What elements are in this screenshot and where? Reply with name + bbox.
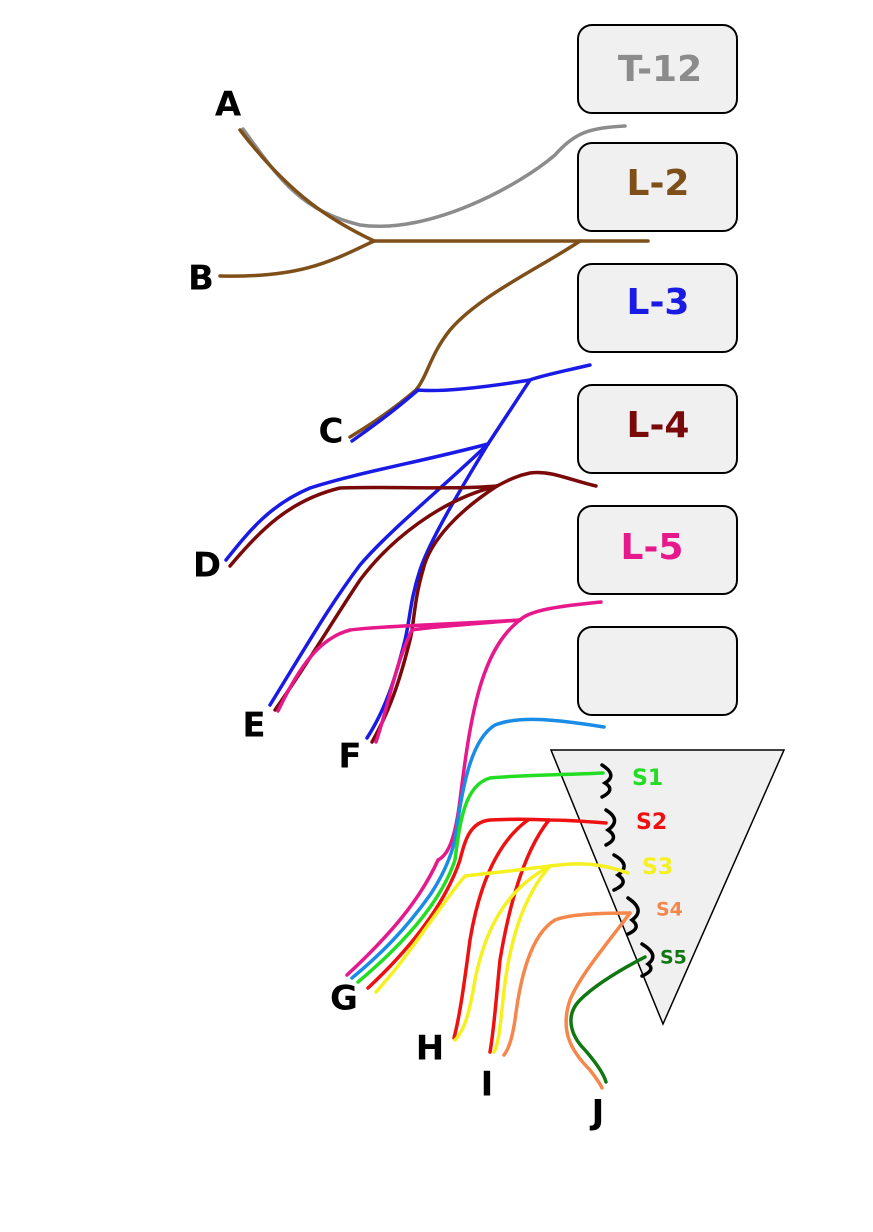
nerve-l5-trunk [518,600,603,622]
bracket-s2 [604,808,617,847]
nerve-lightblue-g [350,717,606,980]
sacral-labels: S1 S2 S3 S4 S5 [632,766,687,969]
nerve-l3-e [268,442,490,707]
box-l4-label: L-4 [627,405,690,446]
box-l3 [577,263,738,353]
nerve-s3-h [453,864,552,1042]
nerve-l3-main [486,378,532,446]
label-b: B [188,259,214,299]
vertebra-boxes: T-12 L-2 L-3 L-4 L-5 [577,24,738,716]
nerve-l4-f [370,484,499,744]
label-e: E [242,706,265,746]
bracket-s1 [600,763,613,799]
label-s1: S1 [632,766,663,791]
nerve-t12 [241,124,627,228]
nerve-l4-e [273,484,499,712]
nerve-s5-j [569,955,647,1084]
nerve-l5-g [345,618,522,977]
nerve-labels: A B C D E F G H I J [188,85,604,1133]
label-s2: S2 [636,810,667,835]
box-l5 [577,505,738,595]
box-l5-label: L-5 [621,527,684,568]
nerve-l2-a [238,128,376,243]
nerve-l2-b [218,239,376,278]
box-t12 [577,24,738,114]
nerve-s1-g [356,771,605,984]
box-l4 [577,384,738,474]
nerve-l3-c [350,363,592,443]
box-l2 [577,142,738,232]
bracket-s3 [612,853,626,892]
label-a: A [215,85,242,125]
box-l3-label: L-3 [627,282,690,323]
nerve-l4-trunk [495,470,598,488]
box-l2-label: L-2 [627,163,690,204]
nerve-s2-h [452,818,530,1040]
nerve-l2-c [348,239,582,439]
label-h: H [416,1029,444,1069]
nerve-s3-trunk [374,862,630,994]
box-t12-label: T-12 [618,49,702,90]
label-c: C [319,412,344,452]
bracket-s4 [626,896,640,936]
nerves [218,124,650,1090]
label-g: G [330,979,358,1019]
label-s4: S4 [656,899,683,921]
bracket-s5 [640,942,655,978]
nerve-s4-i [502,911,632,1057]
label-d: D [193,546,221,586]
box-empty [577,626,738,716]
label-f: F [338,737,361,777]
nerve-s2-trunk [366,817,608,990]
nerve-l4-d [228,484,499,568]
nerve-s3-i [492,864,552,1054]
label-i: I [481,1065,494,1105]
label-s3: S3 [642,855,673,880]
nerve-s4-j [564,911,632,1090]
nerve-l3-d [224,442,490,562]
sacral-brackets [600,763,655,978]
label-s5: S5 [660,947,687,969]
nerve-l5-f [374,618,522,744]
label-j: J [590,1093,605,1133]
sacrum-triangle [549,749,786,1026]
nerve-s2-i [488,818,551,1054]
